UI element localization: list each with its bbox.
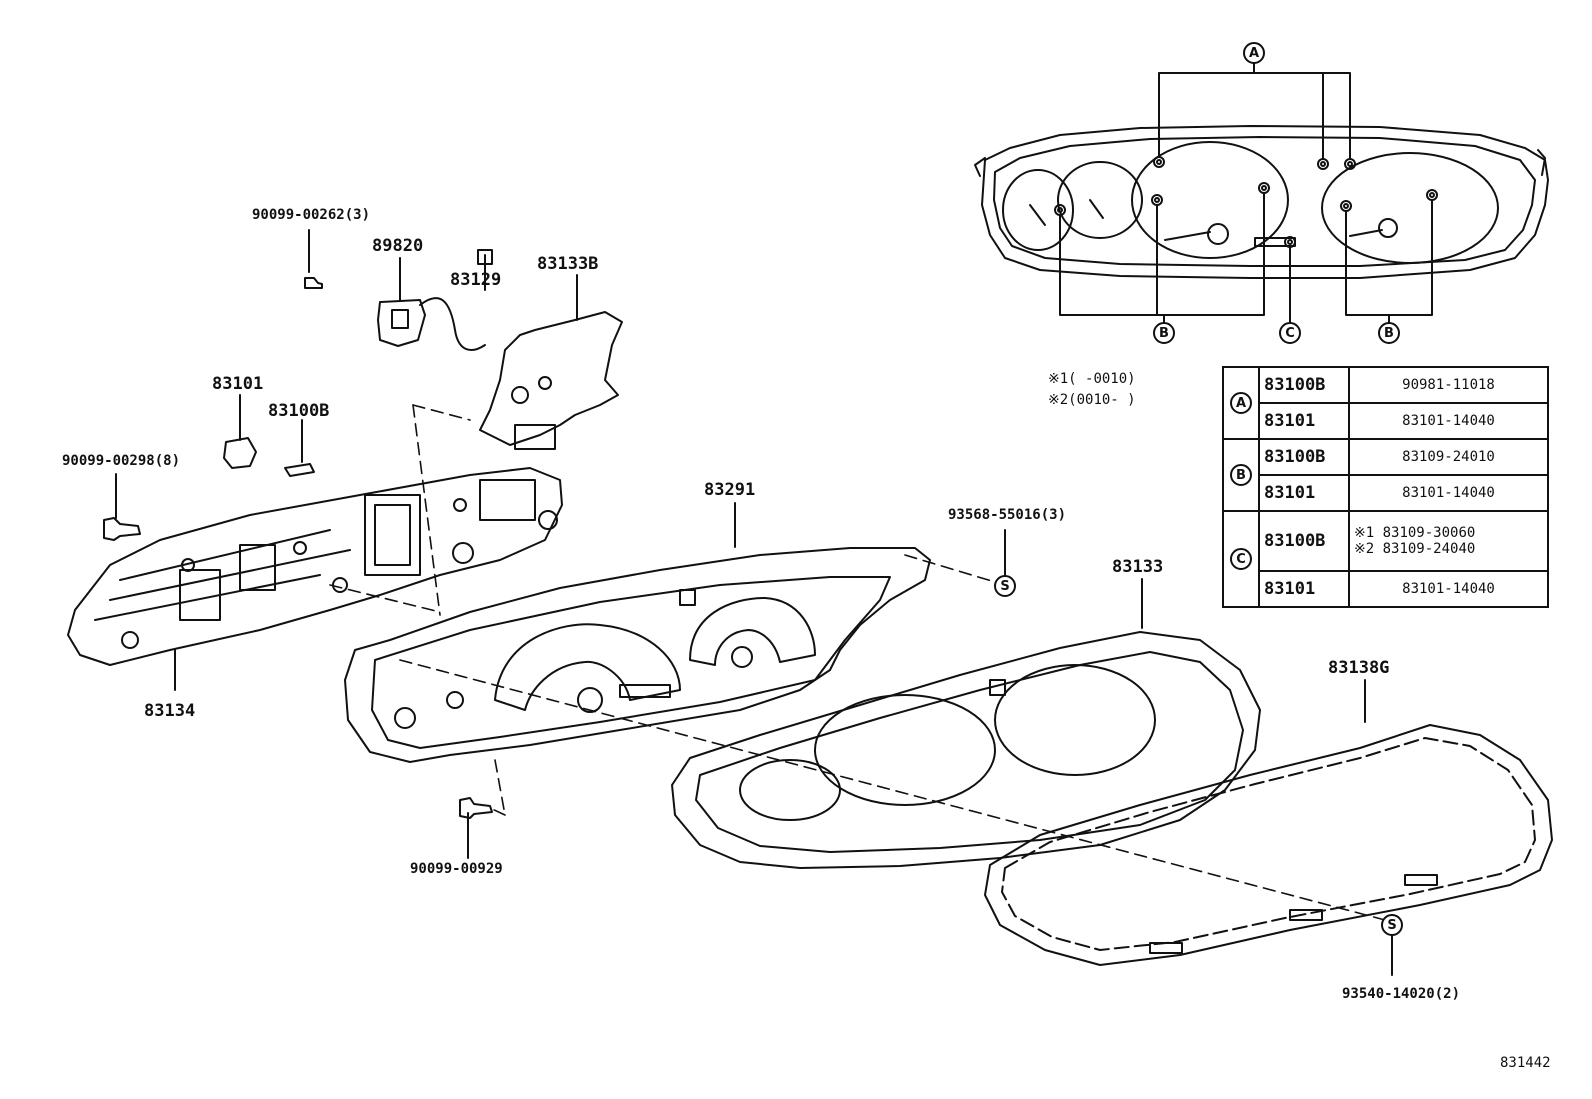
table-part-number-variant-1: ※1 83109-30060 xyxy=(1354,525,1476,541)
table-part-number: 83101-14040 xyxy=(1348,402,1549,440)
back-plate-83134 xyxy=(68,468,562,690)
label-nut-93568-55016: 93568-55016(3) xyxy=(948,507,1067,523)
bulb-socket-83101 xyxy=(224,395,256,468)
lens-83133 xyxy=(672,579,1260,868)
label-part-83133: 83133 xyxy=(1112,557,1164,577)
note-variant-1: ※1( -0010) xyxy=(1048,371,1136,387)
table-part-number: 83101-14040 xyxy=(1348,570,1549,608)
bulb-83100b xyxy=(285,420,314,476)
group-letter-a: A xyxy=(1230,392,1252,415)
group-letter-c: C xyxy=(1230,548,1252,571)
meter-assembly-83291 xyxy=(345,503,930,762)
table-part-name: 83100B xyxy=(1258,366,1350,404)
table-part-number: 83109-24010 xyxy=(1348,438,1549,476)
callout-s-top: S xyxy=(994,575,1016,597)
bulb-reference-table: A 83100B 90981-11018 83101 83101-14040 B… xyxy=(1222,366,1549,608)
switch-89820 xyxy=(378,258,425,346)
bracket-83133b xyxy=(480,275,622,449)
table-row: 83101 83101-14040 xyxy=(1223,474,1549,512)
table-row: 83101 83101-14040 xyxy=(1223,402,1549,440)
wire-83129 xyxy=(420,250,492,350)
screw-90099-00262 xyxy=(305,230,322,288)
label-part-83133b: 83133B xyxy=(537,254,599,274)
assembly-dashed-lines xyxy=(330,405,1385,920)
table-part-number-variant-2: ※2 83109-24040 xyxy=(1354,541,1476,557)
label-clip-93540-14020: 93540-14020(2) xyxy=(1342,986,1461,1002)
group-letter-b: B xyxy=(1230,464,1252,487)
label-screw-90099-00298: 90099-00298(8) xyxy=(62,453,181,469)
table-part-name: 83100B xyxy=(1258,438,1350,476)
table-part-name: 83101 xyxy=(1258,570,1350,608)
table-part-number: ※1 83109-30060 ※2 83109-24040 xyxy=(1348,510,1549,572)
callout-c: C xyxy=(1279,322,1301,344)
label-part-83100b: 83100B xyxy=(268,401,330,421)
label-screw-90099-00262: 90099-00262(3) xyxy=(252,207,371,223)
label-part-83101: 83101 xyxy=(212,374,264,394)
label-part-89820: 89820 xyxy=(372,236,424,256)
table-part-number: 83101-14040 xyxy=(1348,474,1549,512)
table-part-name: 83101 xyxy=(1258,402,1350,440)
table-part-number: 90981-11018 xyxy=(1348,366,1549,404)
table-group-cell: A xyxy=(1222,366,1260,440)
label-screw-90099-00929: 90099-00929 xyxy=(410,861,503,877)
note-variant-2: ※2(0010- ) xyxy=(1048,392,1136,408)
glass-83138g xyxy=(985,680,1552,965)
table-part-name: 83100B xyxy=(1258,510,1350,572)
table-row: B 83100B 83109-24010 xyxy=(1222,438,1549,512)
table-group-cell: C xyxy=(1222,510,1260,608)
table-row: C 83100B ※1 83109-30060 ※2 83109-24040 xyxy=(1222,510,1549,608)
callout-s-bottom: S xyxy=(1381,914,1403,936)
table-row: 83101 83101-14040 xyxy=(1223,570,1549,608)
label-part-83134: 83134 xyxy=(144,701,196,721)
label-part-83291: 83291 xyxy=(704,480,756,500)
screw-90099-00298 xyxy=(104,474,140,540)
table-part-name: 83101 xyxy=(1258,474,1350,512)
label-part-83129: 83129 xyxy=(450,270,502,290)
callout-b-right: B xyxy=(1378,322,1400,344)
screw-90099-00929 xyxy=(460,798,492,858)
callout-a: A xyxy=(1243,42,1265,64)
label-part-83138g: 83138G xyxy=(1328,658,1390,678)
callout-b-left: B xyxy=(1153,322,1175,344)
reference-meter-view xyxy=(975,63,1548,326)
table-group-cell: B xyxy=(1222,438,1260,512)
table-row: A 83100B 90981-11018 xyxy=(1222,366,1549,440)
diagram-id: 831442 xyxy=(1500,1055,1551,1071)
